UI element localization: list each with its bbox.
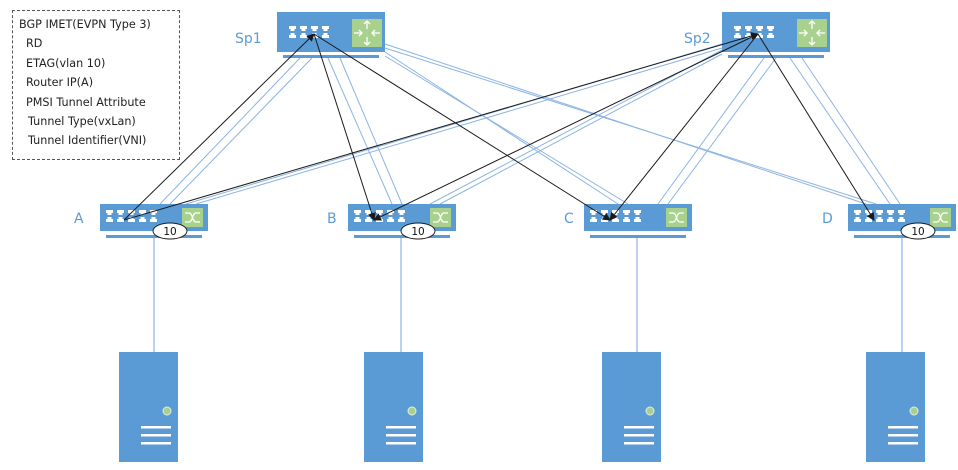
underlay-link-sp2-d <box>789 57 901 205</box>
server-d[interactable] <box>866 352 925 462</box>
router-arrows-icon <box>352 19 382 47</box>
power-led-icon <box>162 406 172 416</box>
spine-label-sp1: Sp1 <box>235 31 262 47</box>
router-arrows-icon <box>797 19 827 47</box>
server-c[interactable] <box>602 352 661 462</box>
legend-line-tunnel-type: Tunnel Type(vxLan) <box>28 115 136 129</box>
l2-switch-cross-icon <box>182 208 203 227</box>
underlay-link-sp1-d <box>384 43 877 205</box>
vlan-badge-text: 10 <box>411 226 424 238</box>
vlan-badge-text: 10 <box>163 226 176 238</box>
leaf-switch-a[interactable] <box>100 204 208 238</box>
legend-line-etag: ETAG(vlan 10) <box>26 56 106 70</box>
drive-bays-icon <box>141 426 171 445</box>
server-b[interactable] <box>364 352 423 462</box>
arrow-a-to-sp1 <box>123 33 315 221</box>
leaf-label-c: C <box>564 211 574 227</box>
arrow-sp2-to-d <box>757 33 875 221</box>
underlay-link-sp1-c <box>384 51 629 205</box>
legend-line-rd: RD <box>26 37 43 51</box>
leaf-label-b: B <box>327 211 337 227</box>
drive-bays-icon <box>386 426 416 445</box>
server-a[interactable] <box>119 352 178 462</box>
bgp-imet-legend: BGP IMET(EVPN Type 3) RD ETAG(vlan 10) R… <box>12 10 180 160</box>
leaf-switch-d[interactable] <box>848 204 956 238</box>
server-uplinks <box>153 238 903 410</box>
leaf-switch-c[interactable] <box>584 204 692 238</box>
l2-switch-cross-icon <box>666 208 687 227</box>
underlay-link-sp1-b <box>327 57 403 205</box>
leaf-switch-b[interactable] <box>348 204 456 238</box>
underlay-links <box>159 43 901 205</box>
underlay-link-sp1-a <box>159 57 313 205</box>
l2-switch-cross-icon <box>430 208 451 227</box>
vlan-badge-a: 10 <box>152 222 188 240</box>
legend-title: BGP IMET(EVPN Type 3) <box>19 18 151 31</box>
leaf-label-a: A <box>74 211 84 227</box>
underlay-link-sp2-c <box>657 57 777 205</box>
power-led-icon <box>645 406 655 416</box>
arrow-sp1-to-b <box>313 33 376 221</box>
drive-bays-icon <box>888 426 918 445</box>
power-led-icon <box>407 406 417 416</box>
underlay-link-sp2-b <box>429 49 723 205</box>
arrow-sp1-to-c <box>313 33 611 221</box>
l2-switch-cross-icon <box>930 208 951 227</box>
arrow-a-to-sp2 <box>123 32 759 221</box>
spine-switch-sp1[interactable] <box>277 12 385 58</box>
power-led-icon <box>909 406 919 416</box>
legend-line-tunnel-id: Tunnel Identifier(VNI) <box>28 134 147 148</box>
legend-line-pmsi: PMSI Tunnel Attribute <box>26 95 146 109</box>
vlan-badge-b: 10 <box>400 222 436 240</box>
leaf-label-d: D <box>822 211 833 227</box>
bgp-advertisement-arrows <box>123 32 875 221</box>
arrow-sp2-to-b <box>373 33 759 221</box>
spine-label-sp2: Sp2 <box>684 31 711 47</box>
legend-line-router-ip: Router IP(A) <box>26 76 94 90</box>
vlan-badge-text: 10 <box>911 226 924 238</box>
drive-bays-icon <box>624 426 654 445</box>
spine-switch-sp2[interactable] <box>722 12 830 58</box>
arrow-sp2-to-c <box>609 33 759 221</box>
vlan-badge-d: 10 <box>900 222 936 240</box>
